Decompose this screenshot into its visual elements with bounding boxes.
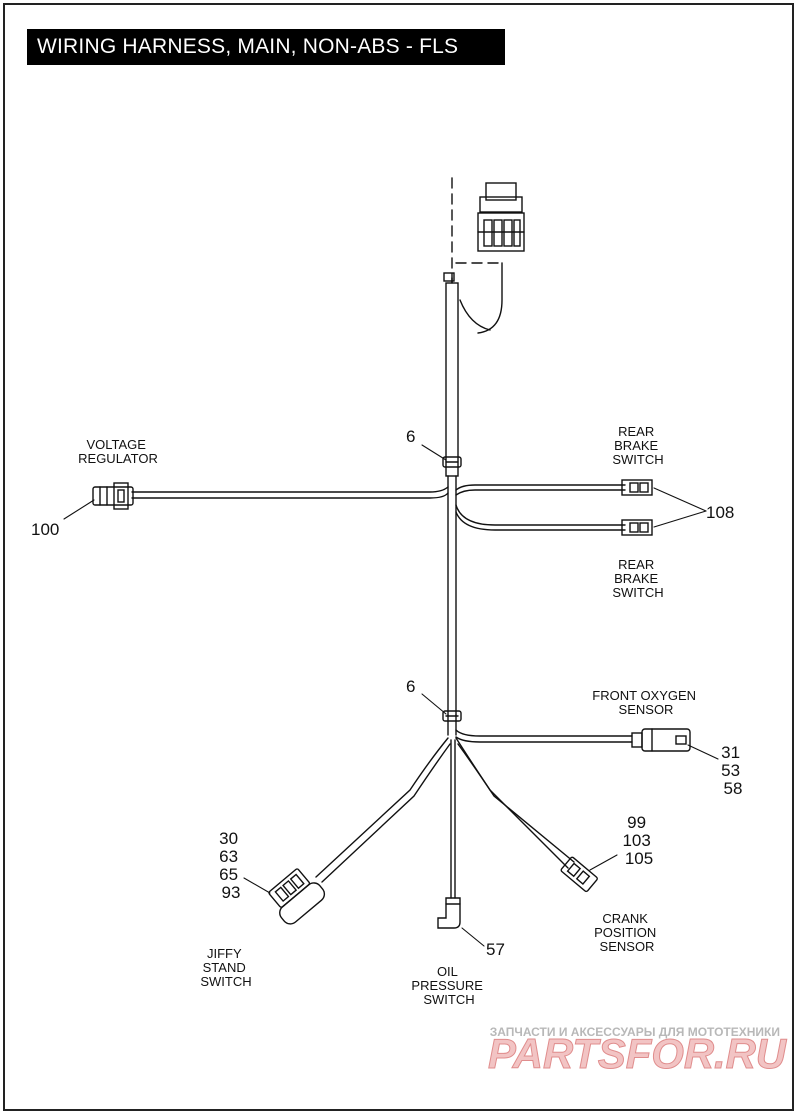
watermark-logo: PARTSFOR.RU — [488, 1030, 788, 1077]
crank-position-sensor-branch — [455, 737, 598, 893]
clip-lower — [442, 710, 462, 722]
voltage-regulator-branch — [92, 482, 449, 510]
drawing-frame — [3, 3, 794, 1111]
clip-upper — [442, 456, 462, 468]
jiffy-stand-switch-label: JIFFY STAND SWITCH — [200, 946, 251, 989]
rear-brake-switch-upper-branch — [455, 479, 653, 496]
callout-front-oxygen-sensor: 31 53 58 — [721, 743, 745, 798]
jiffy-stand-switch-branch — [268, 737, 451, 925]
main-trunk — [443, 272, 459, 736]
voltage-regulator-label: VOLTAGE REGULATOR — [78, 437, 158, 466]
front-oxygen-sensor-label: FRONT OXYGEN SENSOR — [592, 688, 699, 717]
diagram-title: WIRING HARNESS, MAIN, NON-ABS - FLS — [27, 29, 505, 65]
main-connector — [451, 177, 525, 334]
oil-pressure-switch-label: OIL PRESSURE SWITCH — [411, 964, 486, 1007]
leader-lines — [63, 444, 719, 947]
callout-voltage-regulator: 100 — [31, 520, 59, 539]
callout-clip-lower: 6 — [406, 677, 415, 696]
callout-crank-position-sensor: 99 103 105 — [622, 813, 655, 868]
rear-brake-switch-lower-label: REAR BRAKE SWITCH — [612, 557, 663, 600]
crank-position-sensor-label: CRANK POSITION SENSOR — [594, 911, 660, 954]
oil-pressure-switch-branch — [437, 739, 461, 929]
callout-jiffy-stand-switch: 30 63 65 93 — [219, 829, 243, 902]
rear-brake-switch-lower-branch — [455, 504, 653, 536]
callout-oil-pressure-switch: 57 — [486, 940, 505, 959]
callout-clip-upper: 6 — [406, 427, 415, 446]
front-oxygen-sensor-branch — [455, 728, 691, 752]
callout-rear-brake-switch: 108 — [706, 503, 734, 522]
watermark-tagline: ЗАПЧАСТИ И АКСЕССУАРЫ ДЛЯ МОТОТЕХНИКИ — [490, 1025, 780, 1039]
rear-brake-switch-upper-label: REAR BRAKE SWITCH — [612, 424, 663, 467]
